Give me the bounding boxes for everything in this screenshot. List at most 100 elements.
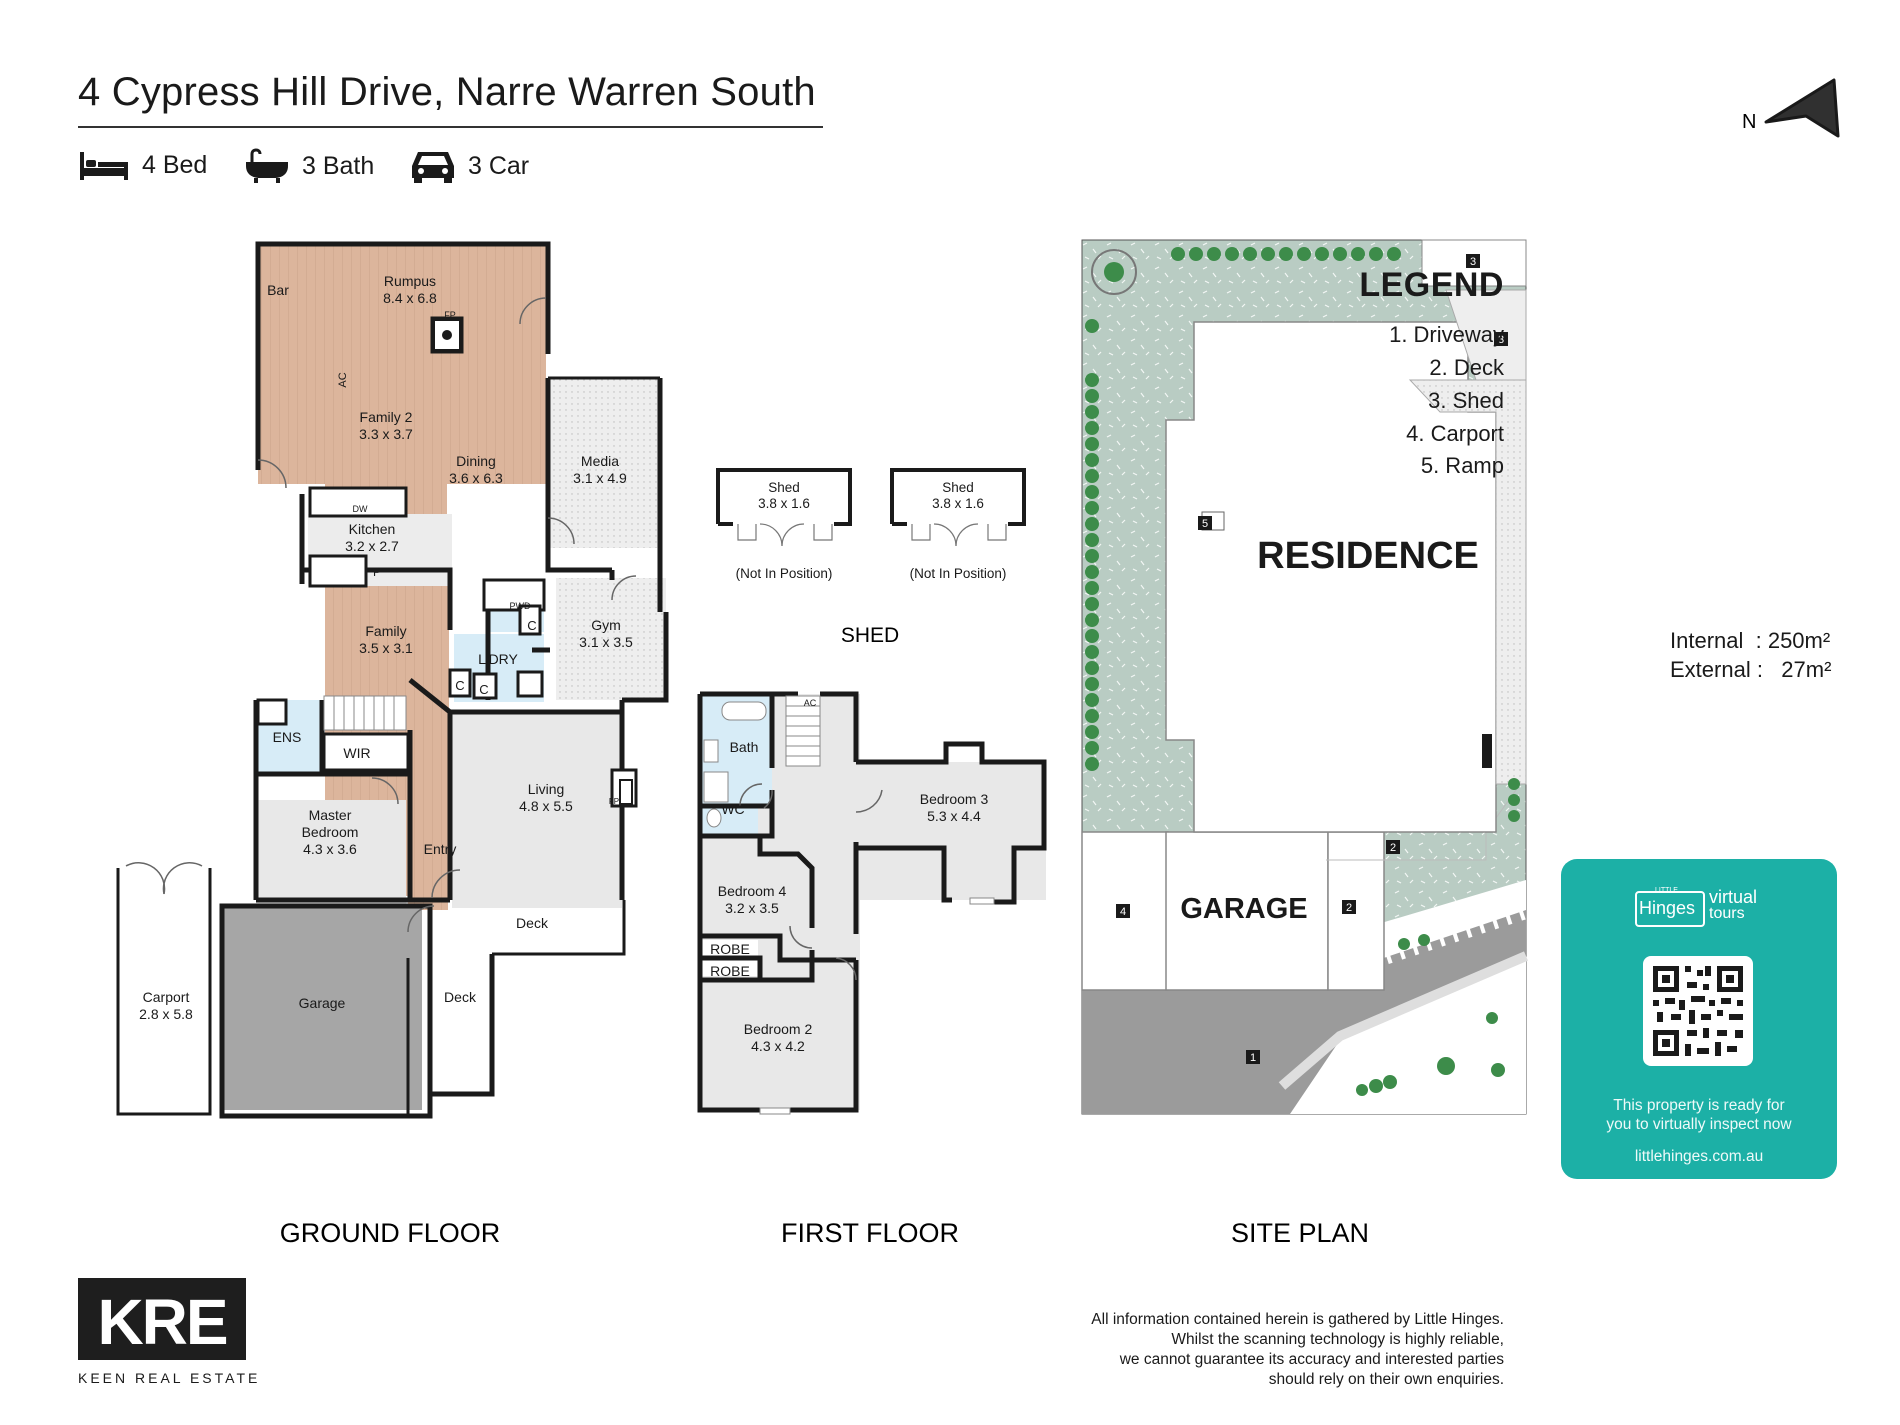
- legend-item-5: 5. Ramp: [1420, 453, 1504, 478]
- legend-item-3: 3. Shed: [1428, 388, 1504, 413]
- disclaimer-line-2: Whilst the scanning technology is highly…: [1171, 1331, 1504, 1348]
- site-marker-2a: 2: [1390, 842, 1396, 854]
- room-family: Family: [365, 623, 406, 639]
- site-marker-3a: 3: [1470, 256, 1476, 268]
- room-media: Media: [581, 453, 619, 469]
- disclaimer-line-4: should rely on their own enquiries.: [1268, 1371, 1504, 1388]
- room-living: Living: [528, 781, 565, 797]
- ground-floor-label: GROUND FLOOR: [280, 1218, 501, 1248]
- robe-2: ROBE: [710, 963, 750, 979]
- internal-area: Internal : 250m²: [1670, 628, 1831, 653]
- qr-code[interactable]: [1643, 956, 1753, 1066]
- robe-1: ROBE: [710, 941, 750, 957]
- room-living-dim: 4.8 x 5.5: [519, 798, 573, 814]
- room-deck-1: Deck: [516, 915, 549, 931]
- room-master: Master: [309, 807, 352, 823]
- vt-url[interactable]: littlehinges.com.au: [1634, 1148, 1764, 1165]
- kre-logo: KRE: [78, 1278, 246, 1360]
- room-bedroom2: Bedroom 2: [744, 1021, 813, 1037]
- first-floor-plan: AC Bath WC Bedroom 3 5.3 x 4.4 Bedroom 4…: [697, 691, 1047, 1115]
- room-media-dim: 3.1 x 4.9: [573, 470, 627, 486]
- room-kitchen-dim: 3.2 x 2.7: [345, 538, 399, 554]
- agency-name: KEEN REAL ESTATE: [78, 1370, 261, 1386]
- room-dining-dim: 3.6 x 6.3: [449, 470, 503, 486]
- room-carport-dim: 2.8 x 5.8: [139, 1006, 193, 1022]
- site-marker-4: 4: [1120, 906, 1126, 918]
- virtual-tour-card[interactable]: LITTLE Hinges virtual tours This propert…: [1561, 859, 1837, 1179]
- room-bedroom4-dim: 3.2 x 3.5: [725, 900, 779, 916]
- logo-brand: Hinges: [1639, 898, 1696, 918]
- feature-car: 3 Car: [410, 148, 529, 184]
- room-laundry: L'DRY: [478, 651, 518, 667]
- shed-2-note: (Not In Position): [910, 566, 1007, 581]
- logo-small-brand: LITTLE: [1655, 887, 1678, 894]
- north-label: N: [1742, 111, 1756, 133]
- vt-line-1: This property is ready for: [1613, 1097, 1785, 1114]
- site-marker-1: 1: [1250, 1052, 1256, 1064]
- car-icon: [410, 148, 456, 184]
- first-floor-label: FIRST FLOOR: [781, 1218, 959, 1248]
- site-garage-label: GARAGE: [1180, 893, 1307, 925]
- site-marker-5: 5: [1202, 518, 1208, 530]
- disclaimer: All information contained herein is gath…: [1004, 1310, 1504, 1390]
- bed-icon: [78, 148, 130, 182]
- room-ensuite: ENS: [273, 729, 302, 745]
- legend-title: LEGEND: [1359, 266, 1504, 304]
- disclaimer-line-1: All information contained herein is gath…: [1091, 1311, 1504, 1328]
- cupboard-3: C: [479, 682, 488, 697]
- bath-icon: [244, 148, 290, 184]
- room-bedroom2-dim: 4.3 x 4.2: [751, 1038, 805, 1054]
- ac-label: AC: [337, 372, 349, 387]
- vt-line-2: you to virtually inspect now: [1606, 1116, 1792, 1133]
- room-bedroom4: Bedroom 4: [718, 883, 787, 899]
- shed-2-dim: 3.8 x 1.6: [932, 496, 984, 511]
- room-bedroom3-dim: 5.3 x 4.4: [927, 808, 981, 824]
- title-divider: [78, 126, 823, 128]
- room-dining: Dining: [456, 453, 496, 469]
- legend-item-1: 1. Driveway: [1389, 322, 1504, 347]
- room-master-dim: 4.3 x 3.6: [303, 841, 357, 857]
- pwd-label: PWD: [510, 601, 531, 611]
- shed-1-note: (Not In Position): [736, 566, 833, 581]
- fp-label-2: FP: [609, 797, 619, 806]
- pantry-label: P: [373, 565, 381, 579]
- shed-2-name: Shed: [942, 480, 974, 495]
- room-family2-dim: 3.3 x 3.7: [359, 426, 413, 442]
- room-bath: Bath: [730, 739, 759, 755]
- room-rumpus: Rumpus: [384, 273, 436, 289]
- logo-suffix: virtual: [1709, 887, 1758, 907]
- site-marker-2b: 2: [1346, 902, 1352, 914]
- site-residence-label: RESIDENCE: [1257, 535, 1479, 577]
- site-plan: 1 2 2 3 3 4 5 RESIDENCE GARAGE: [1081, 239, 1529, 1115]
- shed-1-name: Shed: [768, 480, 800, 495]
- room-entry: Entry: [424, 841, 457, 857]
- fp-label-1: FP: [444, 310, 456, 320]
- room-bar: Bar: [267, 282, 289, 298]
- little-hinges-logo: LITTLE Hinges virtual tours: [1635, 887, 1765, 933]
- legend-item-4: 4. Carport: [1406, 421, 1504, 446]
- feature-car-label: 3 Car: [468, 151, 530, 180]
- room-garage: Garage: [299, 995, 346, 1011]
- shed-heading: SHED: [841, 624, 899, 647]
- legend-item-2: 2. Deck: [1429, 355, 1504, 380]
- disclaimer-line-3: we cannot guarantee its accuracy and int…: [1119, 1351, 1504, 1368]
- room-family-dim: 3.5 x 3.1: [359, 640, 413, 656]
- room-carport: Carport: [143, 989, 190, 1005]
- cupboard-2: C: [455, 678, 464, 693]
- north-arrow: N: [1740, 76, 1840, 147]
- room-rumpus-dim: 8.4 x 6.8: [383, 290, 437, 306]
- feature-bath: 3 Bath: [244, 148, 374, 184]
- ground-floor-plan: Bar Rumpus 8.4 x 6.8 FP AC Family 2 3.3 …: [116, 241, 669, 1119]
- external-area: External : 27m²: [1670, 657, 1832, 682]
- feature-bed-label: 4 Bed: [142, 150, 208, 179]
- dw-label: DW: [353, 504, 368, 514]
- site-plan-label: SITE PLAN: [1231, 1218, 1369, 1248]
- feature-bath-label: 3 Bath: [302, 151, 375, 180]
- room-kitchen: Kitchen: [349, 521, 396, 537]
- room-gym-dim: 3.1 x 3.5: [579, 634, 633, 650]
- shed-1-dim: 3.8 x 1.6: [758, 496, 810, 511]
- cupboard-1: C: [527, 618, 536, 633]
- room-family2: Family 2: [360, 409, 413, 425]
- room-gym: Gym: [591, 617, 621, 633]
